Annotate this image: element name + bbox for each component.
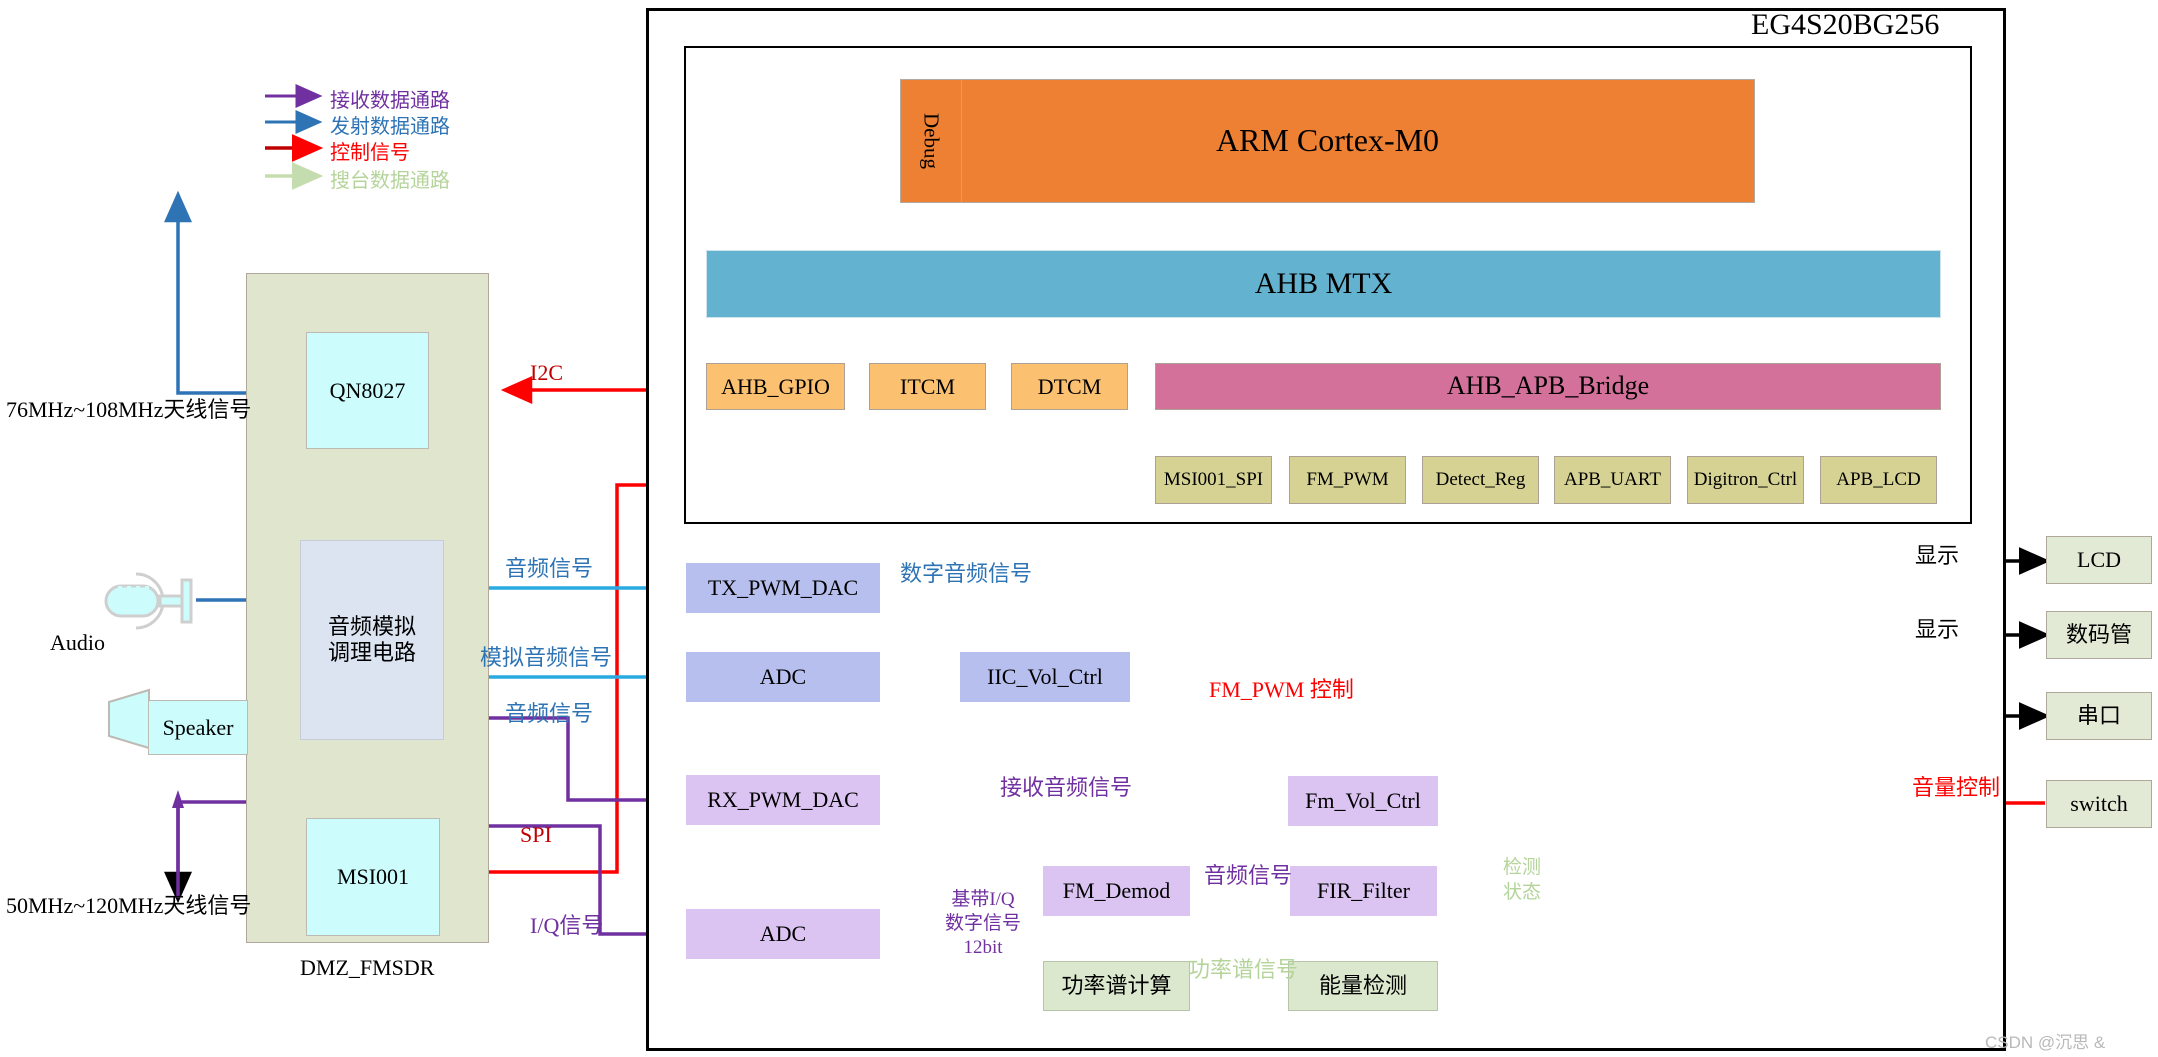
legend-label: 发射数据通路 bbox=[330, 116, 450, 138]
lcd-label: LCD bbox=[2077, 547, 2121, 573]
digital-audio-signal-label: 数字音频信号 bbox=[900, 561, 1033, 586]
ahb-gpio-block[interactable]: AHB_GPIO bbox=[706, 363, 845, 410]
iq-signal-label: I/Q信号 bbox=[530, 913, 604, 938]
audio-conditioning-block[interactable]: 音频模拟 调理电路 bbox=[300, 540, 444, 740]
i2c-signal-label: I2C bbox=[530, 360, 563, 385]
energy-detect-block[interactable]: 能量检测 bbox=[1288, 961, 1438, 1011]
debug-label: Debug bbox=[919, 113, 944, 169]
legend-label: 控制信号 bbox=[330, 142, 410, 164]
debug-block[interactable]: Debug bbox=[900, 79, 962, 203]
digitron-label: 数码管 bbox=[2065, 622, 2132, 648]
iic-vol-ctrl-block[interactable]: IIC_Vol_Ctrl bbox=[960, 652, 1130, 702]
ahb-apb-bridge-label: AHB_APB_Bridge bbox=[1446, 371, 1650, 401]
speaker-label: Speaker bbox=[162, 714, 234, 740]
legend-item-receive-data-path: 接收数据通路 bbox=[322, 84, 450, 113]
adc-tx-label: ADC bbox=[759, 664, 807, 690]
baseband-iq-line1: 基带I/Q bbox=[951, 889, 1015, 910]
ahb-mtx-block[interactable]: AHB MTX bbox=[706, 250, 1941, 318]
detect-status-line2: 状态 bbox=[1502, 881, 1541, 903]
apb-uart-label: APB_UART bbox=[1563, 468, 1662, 490]
detect-reg-label: Detect_Reg bbox=[1435, 468, 1526, 490]
baseband-iq-line2: 数字信号 bbox=[944, 912, 1021, 934]
qn8027-block[interactable]: QN8027 bbox=[306, 332, 429, 449]
volume-control-label: 音量控制 bbox=[1912, 775, 2001, 800]
audio-signal-tx-label: 音频信号 bbox=[505, 556, 594, 581]
detect-reg-block[interactable]: Detect_Reg bbox=[1422, 456, 1539, 504]
apb-lcd-block[interactable]: APB_LCD bbox=[1820, 456, 1937, 504]
audio-signal-rx-label: 音频信号 bbox=[505, 701, 594, 726]
fm-demod-block[interactable]: FM_Demod bbox=[1043, 866, 1190, 916]
legend-item-transmit-data-path: 发射数据通路 bbox=[322, 110, 450, 139]
received-audio-signal-label: 接收音频信号 bbox=[1000, 775, 1133, 800]
digitron-ctrl-label: Digitron_Ctrl bbox=[1693, 468, 1798, 490]
digitron-ctrl-block[interactable]: Digitron_Ctrl bbox=[1687, 456, 1804, 504]
fir-filter-label: FIR_Filter bbox=[1317, 878, 1410, 904]
analog-audio-signal-label: 模拟音频信号 bbox=[480, 645, 613, 670]
tx-pwm-dac-block[interactable]: TX_PWM_DAC bbox=[686, 563, 880, 613]
fm-pwm-ctrl-label: FM_PWM 控制 bbox=[1209, 677, 1354, 702]
energy-detect-label: 能量检测 bbox=[1318, 973, 1407, 999]
switch-peripheral-block[interactable]: switch bbox=[2046, 780, 2152, 828]
msi001-spi-label: MSI001_SPI bbox=[1163, 468, 1264, 490]
dmz-fmsdr-label: DMZ_FMSDR bbox=[300, 955, 435, 980]
watermark: CSDN @沉思 & bbox=[1985, 1033, 2106, 1052]
audio-conditioning-label-line1: 音频模拟 bbox=[327, 614, 416, 640]
dtcm-label: DTCM bbox=[1037, 373, 1102, 399]
microphone-icon bbox=[100, 570, 210, 632]
itcm-label: ITCM bbox=[900, 373, 955, 399]
fm-demod-label: FM_Demod bbox=[1062, 878, 1171, 904]
baseband-iq-line3: 12bit bbox=[963, 936, 1003, 958]
switch-label: switch bbox=[2070, 791, 2128, 817]
itcm-block[interactable]: ITCM bbox=[869, 363, 986, 410]
ahb-gpio-label: AHB_GPIO bbox=[721, 373, 830, 399]
audio-source-label: Audio bbox=[50, 630, 105, 655]
adc-rx-block[interactable]: ADC bbox=[686, 909, 880, 959]
spi-signal-label: SPI bbox=[520, 822, 552, 847]
uart-peripheral-block[interactable]: 串口 bbox=[2046, 692, 2152, 740]
audio-signal-demod-label: 音频信号 bbox=[1204, 863, 1293, 888]
uart-label: 串口 bbox=[2076, 703, 2121, 729]
apb-uart-block[interactable]: APB_UART bbox=[1554, 456, 1671, 504]
baseband-iq-label: 基带I/Q 数字信号 12bit bbox=[935, 888, 1031, 959]
ahb-apb-bridge-block[interactable]: AHB_APB_Bridge bbox=[1155, 363, 1941, 410]
msi001-label: MSI001 bbox=[336, 864, 410, 890]
antenna-tx-label: 76MHz~108MHz天线信号 bbox=[6, 397, 252, 422]
display-digitron-label: 显示 bbox=[1915, 617, 1960, 642]
digitron-peripheral-block[interactable]: 数码管 bbox=[2046, 611, 2152, 659]
antenna-rx-label: 50MHz~120MHz天线信号 bbox=[6, 893, 252, 918]
audio-conditioning-label-line2: 调理电路 bbox=[327, 640, 416, 665]
detect-status-label: 检测 状态 bbox=[1491, 856, 1553, 905]
chip-title: EG4S20BG256 bbox=[1751, 8, 1940, 41]
display-lcd-label: 显示 bbox=[1915, 543, 1960, 568]
lcd-peripheral-block[interactable]: LCD bbox=[2046, 536, 2152, 584]
rx-pwm-dac-block[interactable]: RX_PWM_DAC bbox=[686, 775, 880, 825]
fm-pwm-label: FM_PWM bbox=[1306, 468, 1389, 490]
legend-item-control-signal: 控制信号 bbox=[322, 136, 410, 165]
fm-vol-ctrl-block[interactable]: Fm_Vol_Ctrl bbox=[1288, 776, 1438, 826]
detect-status-line1: 检测 bbox=[1502, 857, 1541, 878]
fm-vol-ctrl-label: Fm_Vol_Ctrl bbox=[1305, 788, 1421, 814]
fm-pwm-block[interactable]: FM_PWM bbox=[1289, 456, 1406, 504]
legend-item-scan-data-path: 搜台数据通路 bbox=[322, 164, 450, 193]
ahb-mtx-label: AHB MTX bbox=[1254, 267, 1393, 301]
arm-cortex-m0-label: ARM Cortex-M0 bbox=[1215, 122, 1440, 159]
arm-cortex-m0-block[interactable]: ARM Cortex-M0 bbox=[900, 79, 1755, 203]
power-spectrum-signal-label: 功率谱信号 bbox=[1188, 957, 1299, 982]
iic-vol-ctrl-label: IIC_Vol_Ctrl bbox=[987, 664, 1103, 690]
qn8027-label: QN8027 bbox=[329, 377, 406, 403]
power-spectrum-block[interactable]: 功率谱计算 bbox=[1043, 961, 1190, 1011]
tx-pwm-dac-label: TX_PWM_DAC bbox=[707, 575, 859, 601]
legend-label: 搜台数据通路 bbox=[330, 170, 450, 192]
fir-filter-block[interactable]: FIR_Filter bbox=[1290, 866, 1437, 916]
speaker-block[interactable]: Speaker bbox=[148, 700, 248, 755]
rx-pwm-dac-label: RX_PWM_DAC bbox=[707, 787, 859, 813]
apb-lcd-label: APB_LCD bbox=[1836, 468, 1921, 490]
msi001-spi-block[interactable]: MSI001_SPI bbox=[1155, 456, 1272, 504]
adc-tx-block[interactable]: ADC bbox=[686, 652, 880, 702]
dtcm-block[interactable]: DTCM bbox=[1011, 363, 1128, 410]
power-spectrum-label: 功率谱计算 bbox=[1061, 973, 1172, 999]
msi001-block[interactable]: MSI001 bbox=[306, 818, 440, 936]
adc-rx-label: ADC bbox=[759, 921, 807, 947]
legend-label: 接收数据通路 bbox=[330, 90, 450, 112]
